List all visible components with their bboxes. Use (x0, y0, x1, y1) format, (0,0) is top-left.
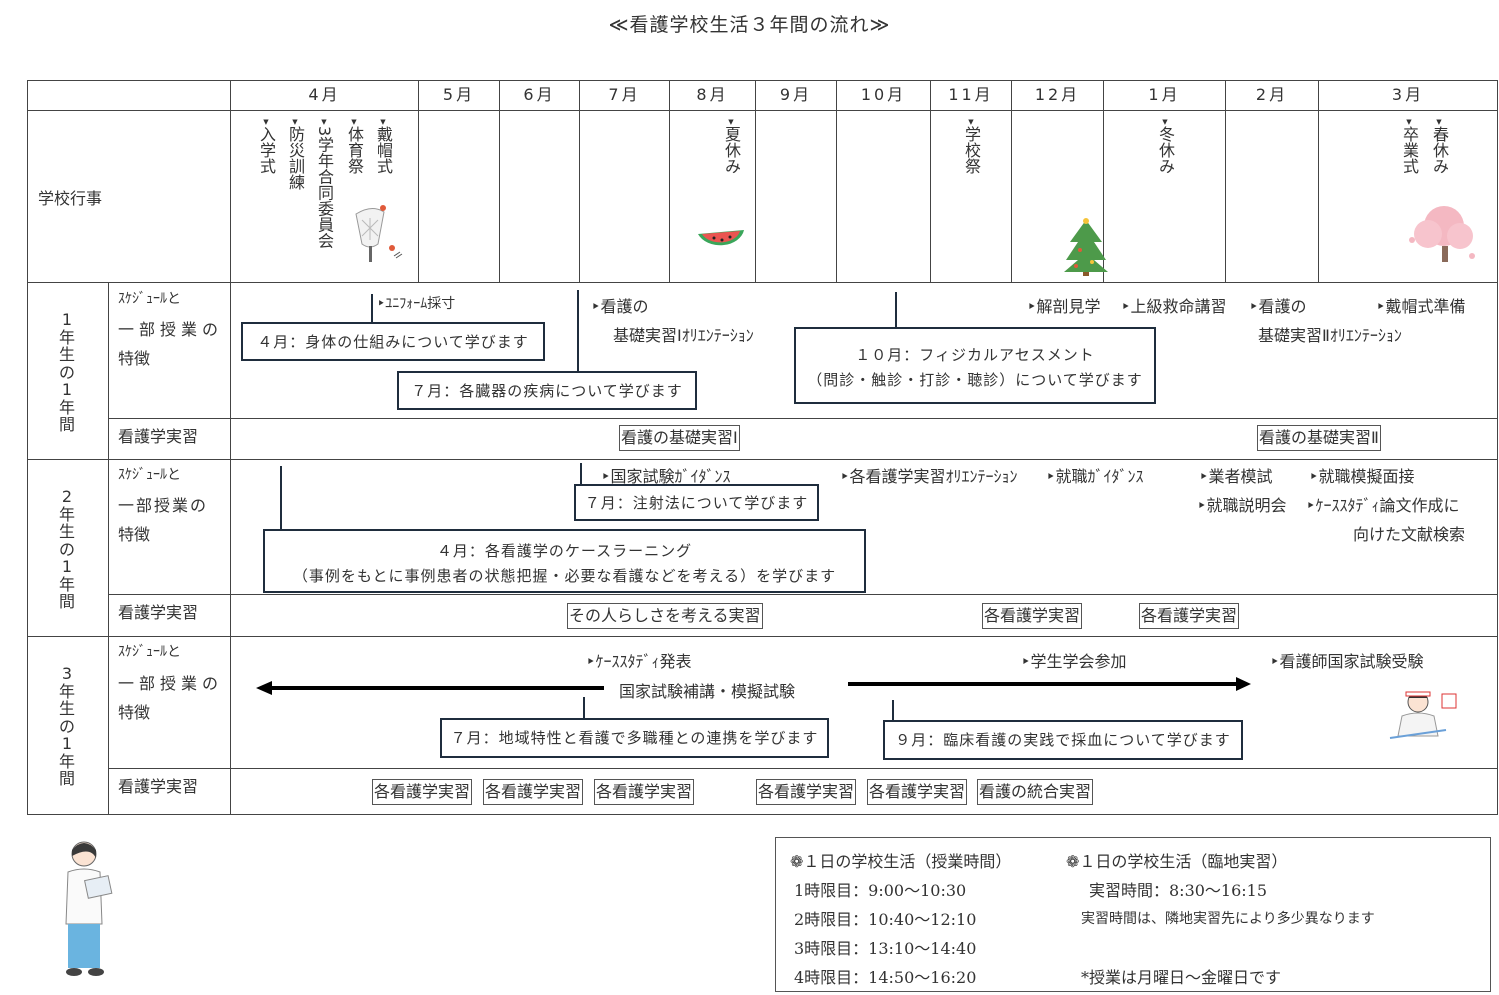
nurse-cap-icon (355, 205, 403, 262)
y2-case-study-1: ‣ｹｰｽｽﾀﾃﾞｨ論文作成に (1306, 496, 1460, 515)
y2-box-april: ４月：各看護学のケースラーニング （事例をもとに事例患者の状態把握・必要な看護な… (263, 529, 866, 593)
y3-box-september: ９月：臨床看護の実践で採血について学びます (883, 720, 1243, 760)
y1-basic2-a: ‣看護の (1249, 297, 1307, 316)
y3-practicum-5: 各看護学実習 (867, 779, 968, 805)
month-header-may: 5月 (442, 85, 476, 104)
month-header-sep: 9月 (779, 85, 813, 104)
y3-national-exam: ‣看護師国家試験受験 (1270, 652, 1424, 671)
row-label-schedule-y3: ｽｹｼﾞｭｰﾙと (118, 644, 181, 660)
event-spring-break: ▼春休み (1430, 118, 1449, 174)
month-header-jun: 6月 (523, 85, 556, 104)
y3-practicum-integrated: 看護の統合実習 (977, 779, 1094, 805)
y3-practicum-2: 各看護学実習 (483, 779, 584, 805)
month-header-dec: 12月 (1034, 85, 1081, 104)
row-label-schedule-y3-2: 一部授業の (118, 674, 224, 693)
y2-mock-interview: ‣就職模擬面接 (1309, 467, 1415, 486)
row-label-schedule-y1: ｽｹｼﾞｭｰﾙと (118, 291, 181, 307)
y3-practicum-3: 各看護学実習 (594, 779, 695, 805)
row-label-schedule-y2: ｽｹｼﾞｭｰﾙと (118, 467, 181, 483)
y1-box-october: １０月：フィジカルアセスメント （問診・触診・打診・聴診）について学びます (794, 327, 1156, 404)
month-header-nov: 11月 (948, 85, 994, 104)
exam-student-icon (1389, 691, 1457, 739)
y1-basic2-b: 基礎実習Ⅱｵﾘｴﾝﾃｰｼｮﾝ (1258, 326, 1402, 345)
month-header-jan: 1月 (1148, 85, 1181, 104)
row-label-schedule-y1-2: 一部授業の (118, 320, 224, 339)
y2-job-fair: ‣就職説明会 (1197, 496, 1287, 515)
y2-practicum-personhood: その人らしさを考える実習 (567, 603, 763, 629)
y2-job-guidance: ‣就職ｶﾞｲﾀﾞﾝｽ (1046, 467, 1144, 486)
row-label-practicum-y1: 看護学実習 (118, 427, 199, 446)
y1-anatomy: ‣解剖見学 (1027, 297, 1101, 316)
month-header-mar: 3月 (1391, 85, 1425, 104)
row-label-schedule-y2-2: 一部授業の (118, 496, 209, 515)
event-capping: ▼戴帽式 (374, 118, 393, 174)
period-4: 4時限目：14:50〜16:20 (794, 968, 977, 987)
month-header-jul: 7月 (608, 85, 641, 104)
month-header-oct: 10月 (860, 85, 907, 104)
month-header-apr: 4月 (308, 85, 341, 104)
y1-basic1-a: ‣看護の (591, 297, 649, 316)
period-3: 3時限目：13:10〜14:40 (794, 939, 977, 958)
y1-uniform: ‣ﾕﾆﾌｫｰﾑ採寸 (377, 296, 456, 312)
event-summer-break: ▼夏休み (722, 118, 741, 174)
watermelon-icon (698, 230, 744, 246)
christmas-tree-icon (1064, 218, 1108, 276)
event-disaster-drill: ▼防災訓練 (286, 118, 305, 190)
month-header-aug: 8月 (696, 85, 729, 104)
period-1: 1時限目：9:00〜10:30 (794, 881, 967, 900)
row-label-practicum-y2: 看護学実習 (118, 603, 199, 622)
y2-mock-trader: ‣業者模試 (1199, 467, 1273, 486)
practicum-note: 実習時間は、隣地実習先により多少異なります (1081, 911, 1375, 927)
daily-schedule-box: ❁１日の学校生活（授業時間） 1時限目：9:00〜10:30 2時限目：10:4… (775, 837, 1491, 992)
row-label-schedule-y1-3: 特徴 (118, 349, 151, 368)
practicum-schedule-title: ❁１日の学校生活（臨地実習） (1066, 852, 1288, 871)
y2-practicum-various-2: 各看護学実習 (1139, 603, 1240, 629)
practicum-time: 実習時間：8:30〜16:15 (1089, 881, 1268, 900)
y2-case-study-2: 向けた文献検索 (1353, 525, 1466, 544)
y3-practicum-1: 各看護学実習 (372, 779, 473, 805)
y1-box-april: ４月：身体の仕組みについて学びます (241, 322, 545, 361)
row-label-practicum-y3: 看護学実習 (118, 777, 199, 796)
y3-practicum-4: 各看護学実習 (756, 779, 857, 805)
y2-practicum-various-1: 各看護学実習 (982, 603, 1083, 629)
y1-practicum-basic1: 看護の基礎実習Ⅰ (619, 425, 740, 451)
weekday-note: *授業は月曜日〜金曜日です (1081, 968, 1282, 987)
row-label-schedule-y3-3: 特徴 (118, 703, 151, 722)
y3-conference: ‣学生学会参加 (1021, 652, 1127, 671)
y3-case-presentation: ‣ｹｰｽｽﾀﾃﾞｨ発表 (586, 652, 692, 671)
nurse-illustration-icon (65, 841, 113, 976)
event-winter-break: ▼冬休み (1156, 118, 1175, 174)
y2-orientation: ‣各看護学実習ｵﾘｴﾝﾃｰｼｮﾝ (840, 467, 1018, 486)
event-joint-committee: ▼3学年合同委員会 (315, 118, 334, 249)
y1-box-july: ７月：各臓器の疾病について学びます (397, 371, 697, 410)
event-sports-day: ▼体育祭 (345, 118, 364, 174)
event-graduation: ▼卒業式 (1400, 118, 1419, 174)
arrows (256, 677, 1251, 695)
cherry-tree-icon (1409, 206, 1475, 262)
y2-exam-guidance: ‣国家試験ｶﾞｲﾀﾞﾝｽ (601, 467, 731, 486)
page-title: ≪看護学校生活３年間の流れ≫ (608, 14, 891, 36)
y3-box-july: ７月：地域特性と看護で多職種との連携を学びます (440, 718, 829, 758)
y3-exam-support: 国家試験補講・模擬試験 (619, 682, 796, 701)
y1-basic1-b: 基礎実習Ⅰｵﾘｴﾝﾃｰｼｮﾝ (613, 326, 754, 345)
class-schedule-title: ❁１日の学校生活（授業時間） (790, 852, 1012, 871)
row-label-schedule-y2-3: 特徴 (118, 525, 151, 544)
y1-practicum-basic2: 看護の基礎実習Ⅱ (1257, 425, 1381, 451)
period-2: 2時限目：10:40〜12:10 (794, 910, 977, 929)
month-header-feb: 2月 (1255, 85, 1289, 104)
y2-box-july: ７月：注射法について学びます (574, 484, 819, 521)
row-label-school-events: 学校行事 (38, 189, 103, 208)
event-entrance: ▼入学式 (257, 118, 276, 174)
y1-capping-prep: ‣戴帽式準備 (1376, 297, 1466, 316)
y1-lifesaving: ‣上級救命講習 (1121, 297, 1227, 316)
event-school-festival: ▼学校祭 (962, 118, 981, 174)
